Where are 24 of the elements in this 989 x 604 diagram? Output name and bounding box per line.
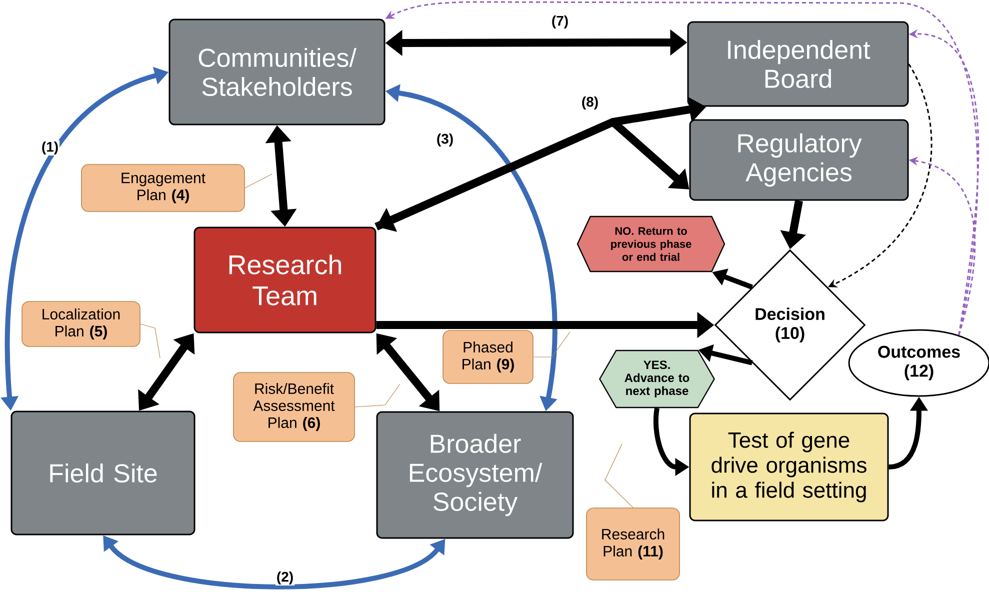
group-box: Communities/ Stakeholders — [168, 18, 386, 126]
plan-box: Engagement Plan (4) — [81, 164, 245, 212]
process-box: Test of gene drive organisms in a field setting — [689, 412, 889, 522]
leader-line — [244, 174, 272, 188]
outcome-hexagon: YES. Advance to next phase — [599, 350, 715, 408]
leader-line — [533, 332, 570, 358]
edge-label: (3) — [435, 132, 455, 148]
leader-line — [354, 384, 400, 408]
group-box: Regulatory Agencies — [689, 119, 909, 201]
leader-line — [604, 444, 634, 508]
edge-label: (2) — [275, 570, 295, 586]
plan-box: Risk/Benefit Assessment Plan (6) — [233, 372, 355, 442]
plan-box: Phased Plan (9) — [442, 330, 534, 384]
edge-label: (8) — [580, 95, 600, 111]
outcome-hexagon: NO. Return to previous phase or end trial — [576, 216, 726, 272]
group-box: Broader Ecosystem/ Society — [376, 411, 574, 539]
leader-line — [140, 324, 160, 358]
edge-label: (1) — [40, 140, 60, 156]
edge-label: (7) — [550, 14, 570, 30]
team-box: Research Team — [194, 226, 376, 334]
group-box: Field Site — [10, 410, 196, 536]
plan-box: Localization Plan (5) — [22, 301, 140, 347]
group-box: Independent Board — [687, 21, 909, 107]
plan-box: Research Plan (11) — [586, 508, 680, 580]
